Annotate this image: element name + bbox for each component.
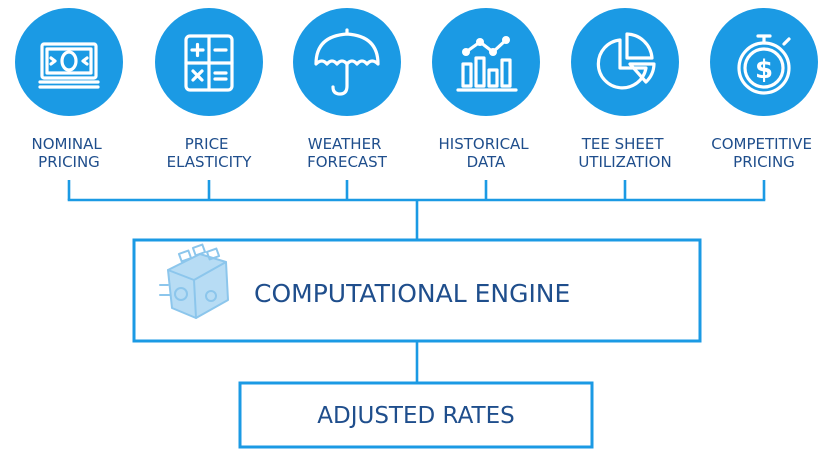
- input-label-nominal-pricing: NOMINAL PRICING: [31, 135, 106, 171]
- input-label-historical-data: HISTORICAL DATA: [439, 135, 534, 171]
- input-label-weather-forecast: WEATHER FORECAST: [307, 135, 388, 171]
- pie-chart-icon: [571, 8, 679, 116]
- engine-icon: [159, 243, 229, 319]
- computational-engine-box: COMPUTATIONAL ENGINE: [132, 238, 702, 343]
- input-label-price-elasticity: PRICE ELASTICITY: [167, 135, 253, 171]
- dollar-stopwatch-icon: $: [710, 8, 818, 116]
- umbrella-icon: [293, 8, 401, 116]
- adjusted-rates-box: ADJUSTED RATES: [238, 381, 594, 449]
- input-label-tee-sheet-utilization: TEE SHEET UTILIZATION: [578, 135, 671, 171]
- money-bill-icon: [15, 8, 123, 116]
- input-label-competitive-pricing: COMPETITIVE PRICING: [711, 135, 816, 171]
- input-connector: [67, 180, 766, 239]
- engine-label: COMPUTATIONAL ENGINE: [254, 279, 570, 308]
- output-label: ADJUSTED RATES: [317, 403, 514, 429]
- calculator-icon: [155, 8, 263, 116]
- bar-line-chart-icon: [432, 8, 540, 116]
- svg-text:$: $: [755, 55, 773, 85]
